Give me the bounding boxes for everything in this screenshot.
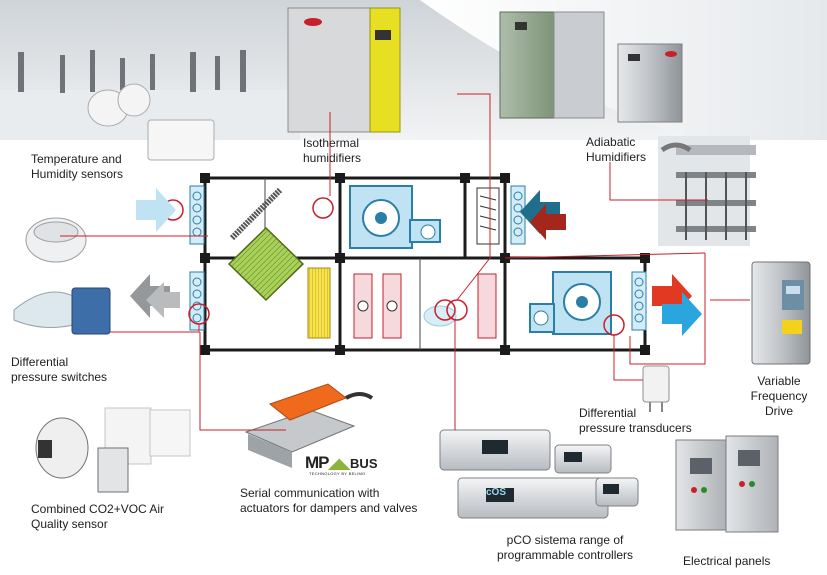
label-isothermal-humidifiers: Isothermal humidifiers xyxy=(303,136,362,165)
label-adiabatic-humidifiers: Adiabatic Humidifiers xyxy=(586,135,647,164)
pressure-switch-round xyxy=(25,217,87,263)
label-differential-pressure-transducers: Differential pressure transducers xyxy=(579,406,692,435)
co2-voc-sensors xyxy=(35,407,191,493)
people-silhouettes xyxy=(18,50,246,93)
adiabatic-humidifier-rack xyxy=(658,136,756,246)
mpbus-logo: MP◢◣BUS TECHNOLOGY BY BELIMO xyxy=(305,453,378,476)
pressure-transducer xyxy=(642,365,670,412)
mpbus-logo-mp: MP xyxy=(305,453,329,472)
controller-brand: cOS xyxy=(486,487,507,498)
variable-frequency-drive xyxy=(751,261,811,365)
green-humidifier-unit xyxy=(499,11,683,123)
damper-actuator xyxy=(244,383,374,468)
mpbus-logo-tagline: TECHNOLOGY BY BELIMO xyxy=(309,471,366,476)
label-differential-pressure-switches: Differential pressure switches xyxy=(11,355,108,384)
airflow-arrows xyxy=(130,188,702,336)
label-variable-frequency-drive: Variable Frequency Drive xyxy=(750,374,808,418)
label-pco-controllers: pCO sistema range of programmable contro… xyxy=(496,533,634,562)
electrical-panels xyxy=(675,435,779,533)
air-handling-unit xyxy=(162,173,650,355)
label-electrical-panels: Electrical panels xyxy=(683,554,771,568)
mpbus-logo-bus: BUS xyxy=(350,456,378,471)
isothermal-humidifier-unit xyxy=(287,7,401,133)
pco-controllers xyxy=(439,429,639,519)
connector-lines xyxy=(60,93,750,431)
label-temperature-humidity-sensors: Temperature and Humidity sensors xyxy=(31,152,124,181)
damper-columns xyxy=(189,185,647,331)
temperature-humidity-sensors xyxy=(87,83,215,161)
label-serial-communication: Serial communication with actuators for … xyxy=(240,486,418,515)
pressure-switch-blue xyxy=(13,287,111,335)
label-co2-voc-sensor: Combined CO2+VOC Air Quality sensor xyxy=(31,502,165,531)
